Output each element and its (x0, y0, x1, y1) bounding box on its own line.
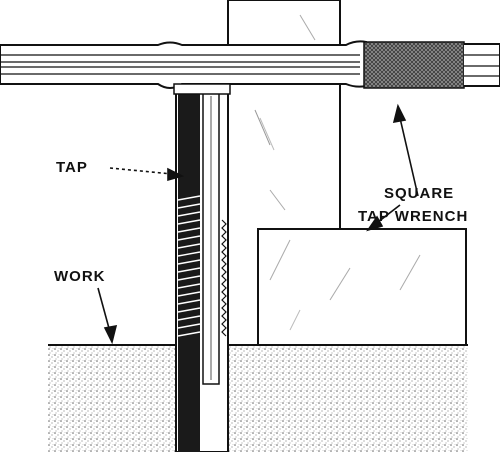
label-work: WORK (54, 268, 106, 285)
work-leader (98, 288, 110, 332)
work-arrowhead (105, 326, 116, 342)
tap-leader (110, 168, 172, 174)
work-piece (48, 345, 468, 452)
label-tap-wrench: TAP WRENCH (358, 208, 468, 225)
square-stock (258, 229, 466, 345)
label-square: SQUARE (384, 185, 454, 202)
tap-body (176, 88, 228, 452)
label-tap: TAP (56, 159, 88, 176)
tap-wrench-arrowhead (394, 106, 405, 122)
